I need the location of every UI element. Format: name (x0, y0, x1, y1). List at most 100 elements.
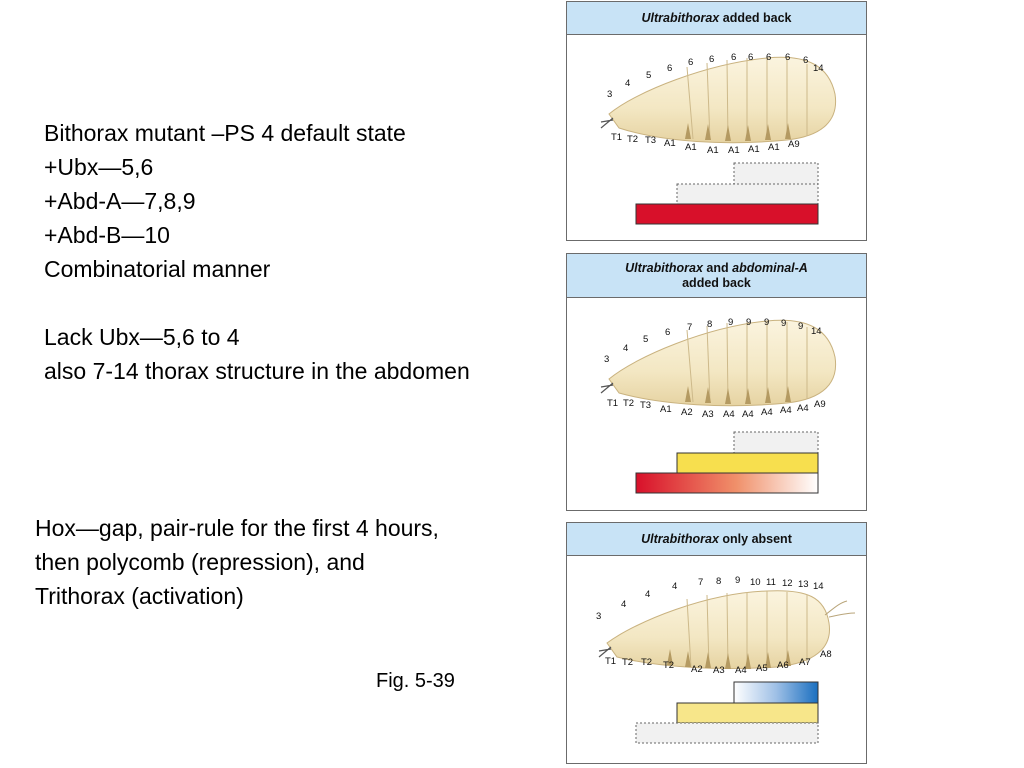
larva-body (608, 319, 837, 407)
segment-label: A4 (742, 409, 754, 420)
parasegment-number: 10 (750, 577, 761, 588)
parasegment-number: 6 (731, 52, 736, 63)
segment-label: T2 (622, 657, 633, 668)
parasegment-number: 6 (766, 52, 771, 63)
segment-label: A3 (713, 665, 725, 676)
expression-bars (635, 431, 819, 494)
segment-label: A4 (723, 409, 735, 420)
segment-label: T2 (663, 660, 674, 671)
segment-label: A3 (702, 409, 714, 420)
parasegment-number: 4 (645, 589, 650, 600)
segment-label: A1 (660, 404, 672, 415)
parasegment-number: 6 (803, 55, 808, 66)
parasegment-number: 5 (646, 70, 651, 81)
parasegment-number: 14 (813, 63, 824, 74)
panel-title: Ultrabithorax and abdominal-A added back (567, 254, 866, 298)
segment-label: T1 (607, 398, 618, 409)
larva-illustration: 3 4 5 6 6 6 6 6 6 6 6 14 T1 T2 T3 A1 A1 … (600, 52, 837, 225)
parasegment-numbers: 3 4 4 4 7 8 9 10 11 12 13 14 (596, 575, 824, 622)
ubx-bar (635, 203, 819, 225)
parasegment-number: 6 (667, 63, 672, 74)
expression-bars (635, 162, 819, 225)
mouth-hook (600, 382, 614, 394)
segment-grooves (686, 58, 808, 142)
parasegment-number: 8 (707, 319, 712, 330)
note-line: also 7-14 thorax structure in the abdome… (44, 358, 470, 384)
segment-label: A1 (685, 142, 697, 153)
parasegment-number: 7 (698, 577, 703, 588)
abd-a-bar (676, 452, 819, 474)
parasegment-number: 9 (781, 318, 786, 329)
abd-b-bar (733, 431, 819, 454)
segment-label: T3 (640, 400, 651, 411)
parasegment-numbers: 3 4 5 6 7 8 9 9 9 9 9 14 (604, 317, 822, 365)
segment-label: A4 (780, 405, 792, 416)
posterior-spiracle (824, 600, 856, 618)
bithorax-notes: Bithorax mutant –PS 4 default state +Ubx… (44, 116, 470, 388)
expression-bars (635, 681, 819, 744)
parasegment-number: 7 (687, 322, 692, 333)
note-line: +Abd-B—10 (44, 222, 170, 248)
segment-label: T1 (605, 656, 616, 667)
abd-b-bar (733, 162, 819, 185)
mouth-hook (600, 117, 614, 129)
segment-labels: T1 T2 T2 T2 A2 A3 A4 A5 A6 A7 A8 (605, 649, 832, 676)
segment-label: A5 (756, 663, 768, 674)
abd-b-bar (733, 681, 819, 704)
mouth-hook (598, 646, 612, 658)
note-line: +Abd-A—7,8,9 (44, 188, 196, 214)
segment-labels: T1 T2 T3 A1 A1 A1 A1 A1 A1 A9 (611, 132, 800, 156)
parasegment-number: 3 (604, 354, 609, 365)
note-line: then polycomb (repression), and (35, 549, 365, 575)
parasegment-number: 9 (735, 575, 740, 586)
figure-caption: Fig. 5-39 (376, 670, 455, 692)
parasegment-number: 9 (728, 317, 733, 328)
segment-labels: T1 T2 T3 A1 A2 A3 A4 A4 A4 A4 A4 A9 (607, 398, 826, 420)
note-line: Trithorax (activation) (35, 583, 244, 609)
panel-title: Ultrabithorax added back (567, 2, 866, 35)
segment-grooves (686, 591, 808, 670)
larva-illustration: 3 4 4 4 7 8 9 10 11 12 13 14 T1 T2 T2 T2… (596, 575, 856, 744)
note-line: Hox—gap, pair-rule for the first 4 hours… (35, 515, 439, 541)
parasegment-number: 4 (621, 599, 626, 610)
parasegment-number: 3 (596, 611, 601, 622)
parasegment-number: 6 (688, 57, 693, 68)
parasegment-number: 6 (748, 52, 753, 63)
note-line: Lack Ubx—5,6 to 4 (44, 324, 240, 350)
segment-label: A4 (761, 407, 773, 418)
segment-label: T2 (623, 398, 634, 409)
larva-body (608, 56, 837, 144)
abd-a-bar (676, 702, 819, 724)
parasegment-number: 12 (782, 578, 793, 589)
segment-label: A1 (748, 144, 760, 155)
segment-label: A9 (788, 139, 800, 150)
larva-illustration: 3 4 5 6 7 8 9 9 9 9 9 14 T1 T2 T3 A1 A2 … (600, 317, 837, 494)
segment-label: A1 (664, 138, 676, 149)
panel-title: Ultrabithorax only absent (567, 523, 866, 556)
parasegment-number: 14 (811, 326, 822, 337)
panel-ubx-absent: Ultrabithorax only absent 3 4 4 4 (566, 522, 867, 764)
denticle-belts (685, 123, 791, 141)
segment-grooves (686, 321, 808, 405)
parasegment-number: 11 (766, 577, 776, 588)
panel-ubx-added: Ultrabithorax added back 3 4 5 6 6 6 6 6… (566, 1, 867, 241)
panel-ubx-abda-added: Ultrabithorax and abdominal-A added back… (566, 253, 867, 511)
note-line: Combinatorial manner (44, 256, 271, 282)
parasegment-number: 9 (798, 321, 803, 332)
segment-label: A8 (820, 649, 832, 660)
segment-label: A2 (691, 664, 703, 675)
parasegment-number: 6 (785, 52, 790, 63)
segment-label: T2 (627, 134, 638, 145)
denticle-belts (667, 649, 791, 669)
larva-body (606, 590, 830, 670)
parasegment-number: 5 (643, 334, 648, 345)
parasegment-number: 9 (746, 317, 751, 328)
parasegment-number: 6 (665, 327, 670, 338)
segment-label: A9 (814, 399, 826, 410)
segment-label: A2 (681, 407, 693, 418)
segment-label: A6 (777, 660, 789, 671)
segment-label: A7 (799, 657, 811, 668)
segment-label: A4 (797, 403, 809, 414)
parasegment-number: 4 (623, 343, 628, 354)
segment-label: A1 (728, 145, 740, 156)
